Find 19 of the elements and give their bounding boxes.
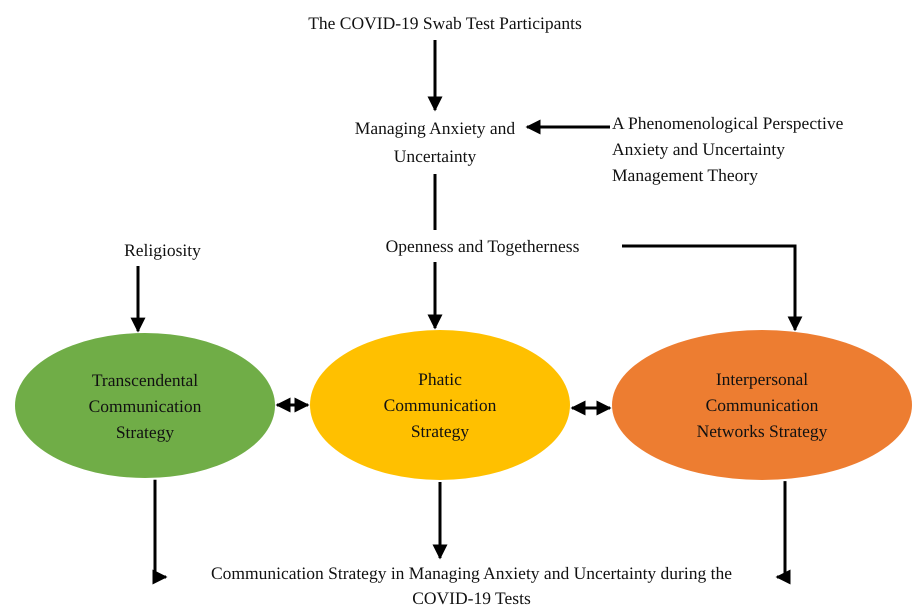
arrow xyxy=(570,400,612,416)
arrow xyxy=(428,40,442,112)
arrow xyxy=(622,244,802,332)
arrow xyxy=(276,398,310,412)
concept-label: Openness and Togetherness xyxy=(386,235,580,258)
arrow xyxy=(776,481,790,584)
concept-label: The COVID-19 Swab Test Participants xyxy=(308,12,582,35)
arrow xyxy=(152,480,168,584)
strategy-label: Phatic Communication Strategy xyxy=(382,368,498,443)
arrow xyxy=(130,266,146,333)
strategy-label: Interpersonal Communication Networks Strategy xyxy=(696,368,828,443)
strategy-label: Transcendental Communication Strategy xyxy=(88,368,202,444)
concept-label: A Phenomenological Perspective Anxiety and Uncertainty Management Theory xyxy=(612,112,844,187)
concept-label: Communication Strategy in Managing Anxiety and Uncertainty during the COVID-19 Tests xyxy=(210,562,733,610)
arrow xyxy=(526,120,610,134)
arrow xyxy=(432,482,448,560)
concept-label: Religiosity xyxy=(124,239,201,262)
concept-label: Managing Anxiety and Uncertainty xyxy=(354,117,516,168)
arrow xyxy=(428,262,442,330)
